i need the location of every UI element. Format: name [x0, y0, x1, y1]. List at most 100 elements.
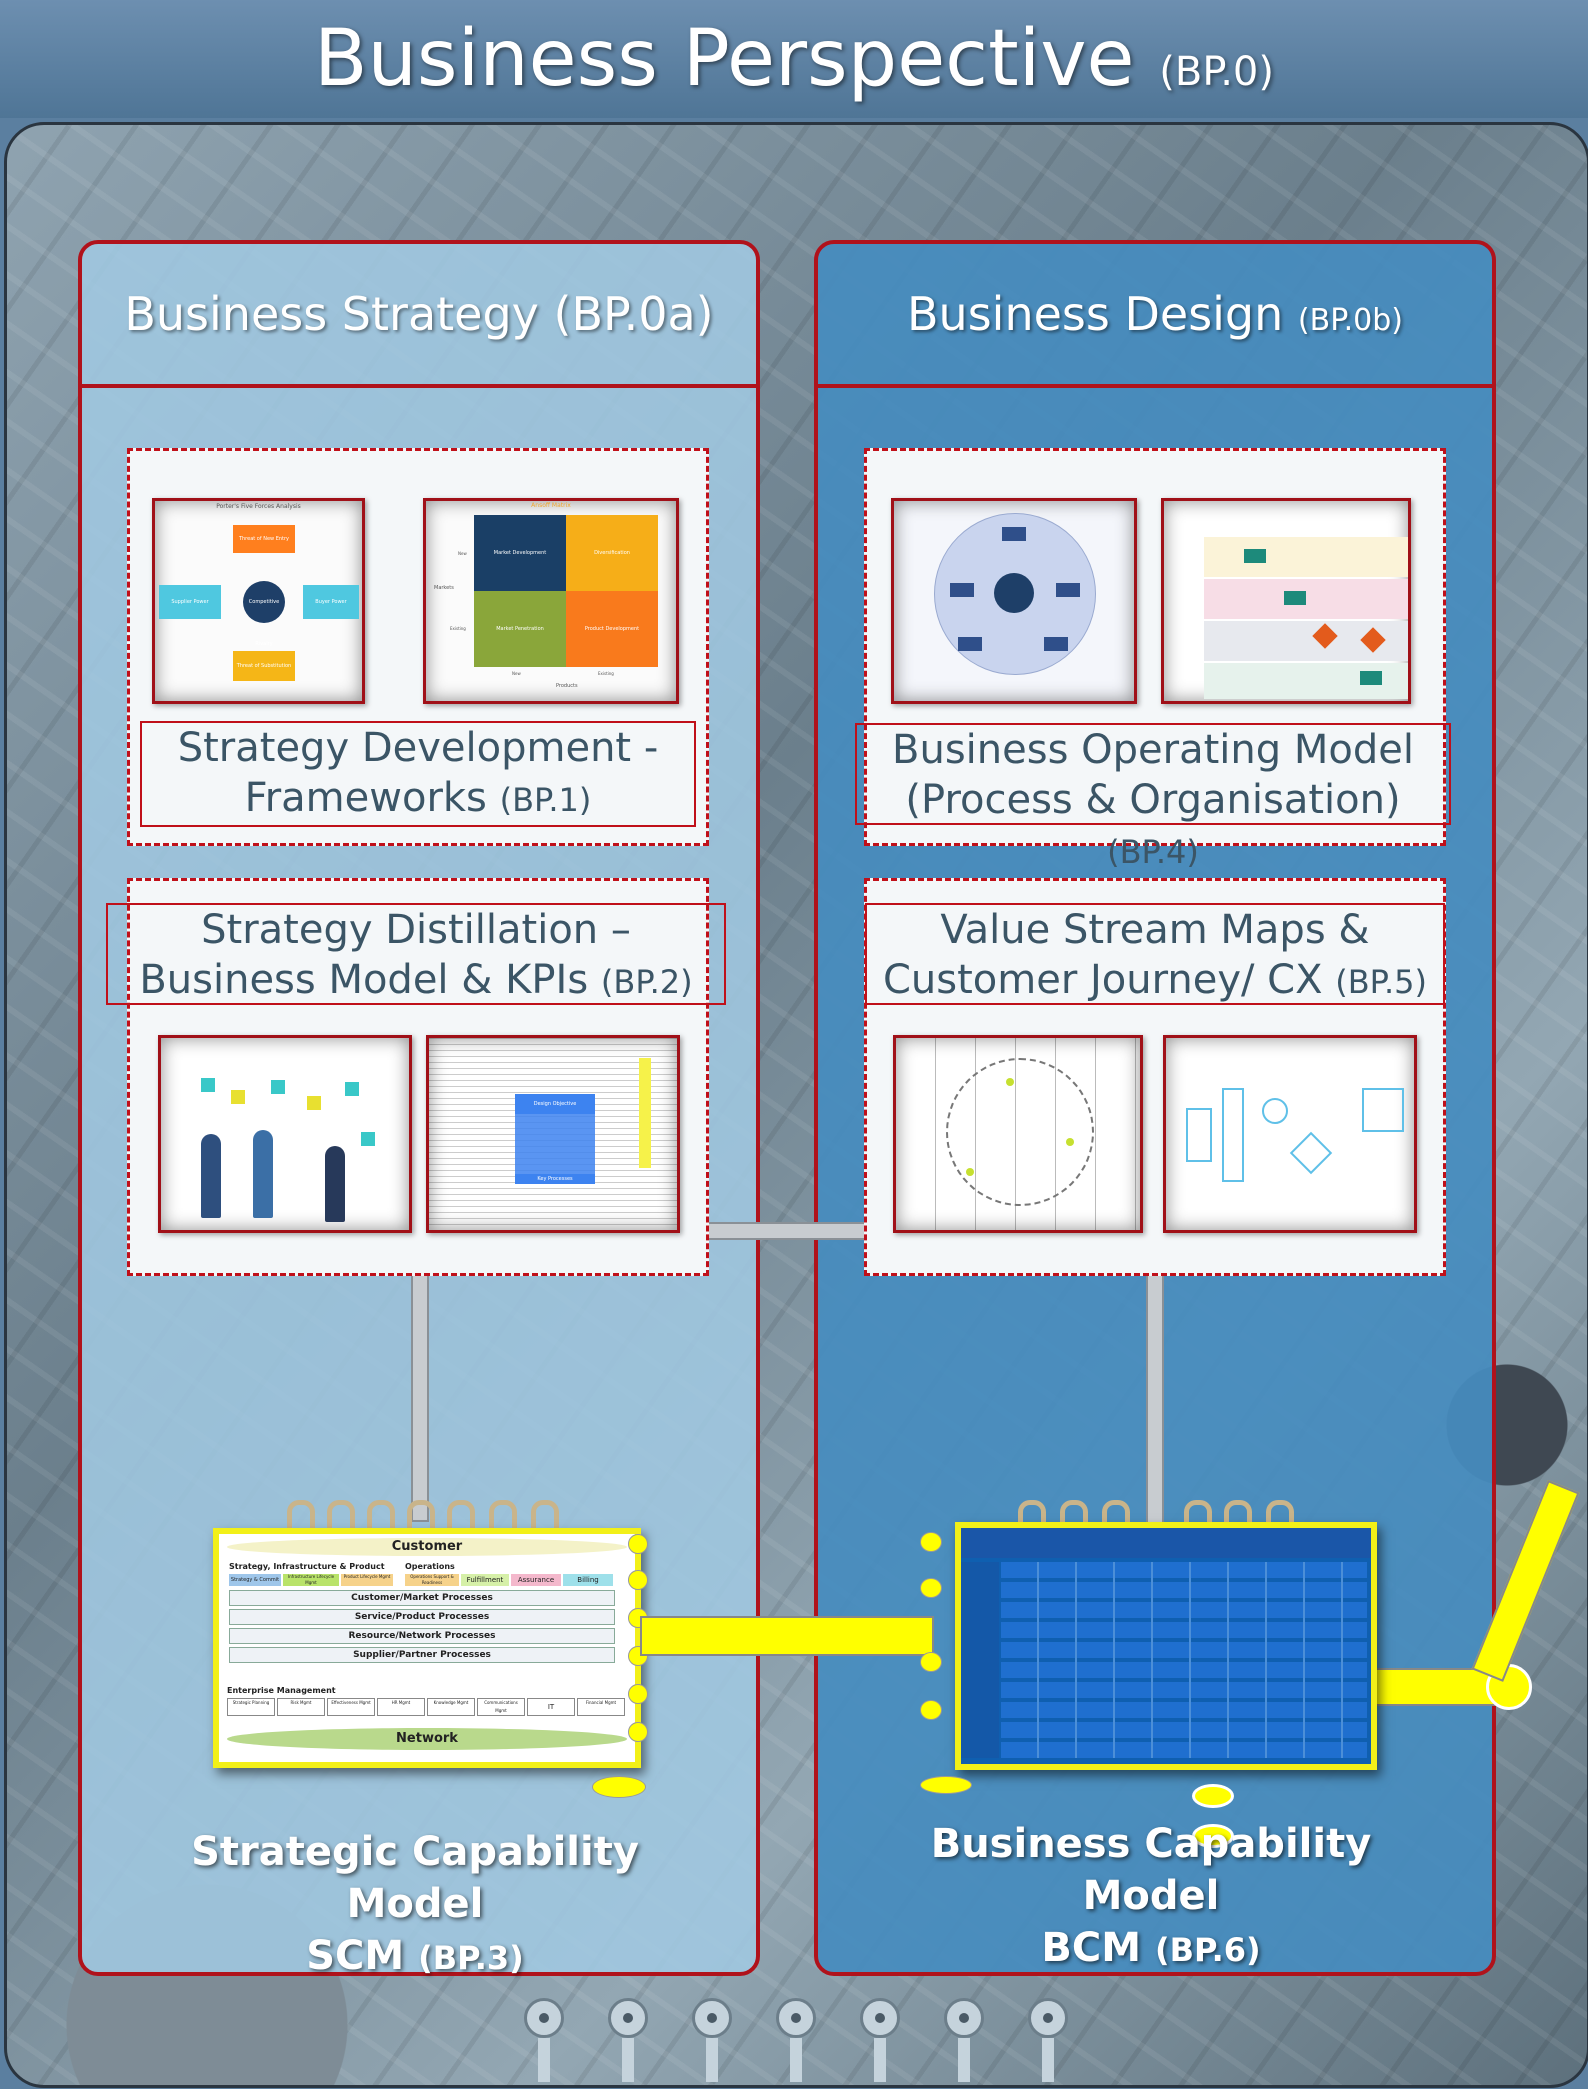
canvas-design-objective: Design Objective	[515, 1094, 595, 1114]
ansoff-title: Ansoff Matrix	[531, 502, 571, 509]
bcm-title-code: (BP.6)	[1154, 1931, 1261, 1969]
bcm-pad-6	[1192, 1784, 1234, 1808]
scm-assurance: Assurance	[511, 1574, 561, 1586]
bp2-label: Strategy Distillation – Business Model &…	[106, 903, 726, 1005]
bp5-code: (BP.5)	[1335, 963, 1427, 1001]
business-model-canvas-thumbnail[interactable]: Design Objective Key Processes	[426, 1035, 680, 1233]
bp1-line2: Frameworks	[244, 775, 487, 821]
operating-model-node-1	[1002, 527, 1026, 541]
bp5-line1: Value Stream Maps &	[940, 907, 1370, 953]
scm-title-code: (BP.3)	[418, 1939, 524, 1977]
scm-row-customer-market: Customer/Market Processes	[229, 1590, 615, 1606]
page-title: Business Perspective (BP.0)	[0, 0, 1588, 117]
bp1-line1: Strategy Development -	[177, 725, 659, 771]
bcm-grid	[1001, 1562, 1367, 1758]
bcm-pad-2	[920, 1578, 942, 1598]
swimlane-2	[1204, 579, 1408, 619]
page-title-code: (BP.0)	[1159, 49, 1274, 95]
operating-model-hub	[994, 573, 1034, 613]
scm-em-communications: Communications Mgmt	[477, 1698, 525, 1716]
operating-model-node-3	[1056, 583, 1080, 597]
scm-card[interactable]: Customer Strategy, Infrastructure & Prod…	[213, 1528, 641, 1768]
bcm-pad-1	[920, 1532, 942, 1552]
scm-customer: Customer	[227, 1538, 627, 1556]
sticky-note-4	[307, 1096, 321, 1110]
operating-model-node-5	[1044, 637, 1068, 651]
scm-operations-heading: Operations	[405, 1562, 455, 1571]
value-stream-marker-3	[966, 1168, 974, 1176]
scm-pad-2	[628, 1570, 648, 1590]
scm-title-line2: SCM	[306, 1933, 405, 1979]
operating-model-node-2	[950, 583, 974, 597]
operating-model-node-4	[958, 637, 982, 651]
porter-buyer-power: Buyer Power	[303, 585, 359, 619]
connector-bp5-to-bcm	[1146, 1268, 1164, 1534]
bp1-code: (BP.1)	[499, 781, 592, 819]
pin-2	[608, 1998, 648, 2082]
scm-em-it: IT	[527, 1698, 575, 1716]
porter-five-forces-thumbnail[interactable]: Porter's Five Forces Analysis Threat of …	[152, 498, 365, 704]
business-design-title-code: (BP.0b)	[1297, 303, 1403, 338]
pin-6	[944, 1998, 984, 2082]
customer-journey-thumbnail[interactable]	[1163, 1035, 1417, 1233]
panel-bp1: Porter's Five Forces Analysis Threat of …	[127, 448, 709, 846]
bp2-line1: Strategy Distillation –	[201, 907, 631, 953]
page-title-text: Business Perspective	[313, 14, 1135, 104]
bcm-pad-7	[1192, 1824, 1234, 1848]
scm-product-lifecycle: Product Lifecycle Mgmt	[341, 1574, 393, 1586]
scm-pad-1	[628, 1534, 648, 1554]
panel-connector-horizontal	[705, 1222, 869, 1240]
business-design-title: Business Design (BP.0b)	[818, 244, 1492, 388]
scm-billing: Billing	[563, 1574, 613, 1586]
ansoff-market-development: Market Development	[474, 515, 566, 591]
bcm-pad-4	[920, 1700, 942, 1720]
scm-em-hr: HR Mgmt	[377, 1698, 425, 1716]
bp5-line2: Customer Journey/ CX	[882, 957, 1323, 1003]
porter-new-entry: Threat of New Entry	[233, 525, 295, 553]
scm-row-resource-network: Resource/Network Processes	[229, 1628, 615, 1644]
ansoff-y-label: Markets	[434, 585, 454, 591]
business-model-workshop-thumbnail[interactable]	[158, 1035, 412, 1233]
panel-bp2: Strategy Distillation – Business Model &…	[106, 878, 726, 1276]
canvas-key-processes: Key Processes	[515, 1174, 595, 1184]
pin-3	[692, 1998, 732, 2082]
journey-block-1	[1186, 1108, 1212, 1162]
business-strategy-title-code: (BP.0a)	[553, 287, 714, 341]
operating-model-diagram-thumbnail[interactable]	[891, 498, 1137, 704]
bp1-label: Strategy Development - Frameworks (BP.1)	[140, 721, 696, 827]
sticky-note-3	[271, 1080, 285, 1094]
value-stream-map-thumbnail[interactable]	[893, 1035, 1143, 1233]
business-design-title-text: Business Design	[907, 287, 1284, 341]
panel-bp5: Value Stream Maps & Customer Journey/ CX…	[864, 878, 1446, 1276]
porter-substitution: Threat of Substitution	[233, 651, 295, 681]
ansoff-x-new: New	[512, 671, 521, 676]
bcm-title-line1: Business Capability Model	[930, 1821, 1372, 1919]
scm-ops-support: Operations Support & Readiness	[405, 1574, 459, 1586]
scm-title-line1: Strategic Capability Model	[191, 1829, 639, 1927]
person-figure-3	[325, 1146, 345, 1222]
scm-em-effectiveness: Effectiveness Mgmt	[327, 1698, 375, 1716]
bp5-label: Value Stream Maps & Customer Journey/ CX…	[865, 903, 1445, 1005]
sticky-note-2	[231, 1090, 245, 1104]
swimlane-step-5	[1360, 671, 1382, 685]
ansoff-market-penetration: Market Penetration	[474, 591, 566, 667]
ansoff-matrix-thumbnail[interactable]: Ansoff Matrix Market Development Diversi…	[423, 498, 679, 704]
ansoff-product-development: Product Development	[566, 591, 658, 667]
bcm-pad-5	[920, 1776, 972, 1794]
journey-block-3	[1262, 1098, 1288, 1124]
journey-block-5	[1362, 1088, 1404, 1132]
process-swimlane-thumbnail[interactable]	[1161, 498, 1411, 704]
bp2-code: (BP.2)	[600, 963, 693, 1001]
scm-network: Network	[227, 1728, 627, 1750]
person-figure-2	[253, 1130, 273, 1218]
pin-7	[1028, 1998, 1068, 2082]
header-banner: Business Perspective (BP.0)	[0, 0, 1588, 118]
pin-4	[776, 1998, 816, 2082]
bcm-card[interactable]	[955, 1522, 1377, 1770]
swimlane-step-2	[1284, 591, 1306, 605]
canvas-center-block	[515, 1114, 595, 1174]
sticky-note-5	[345, 1082, 359, 1096]
bcm-side-column	[961, 1562, 999, 1758]
canvas-highlight-column	[639, 1058, 651, 1168]
bcm-pad-3	[920, 1652, 942, 1672]
